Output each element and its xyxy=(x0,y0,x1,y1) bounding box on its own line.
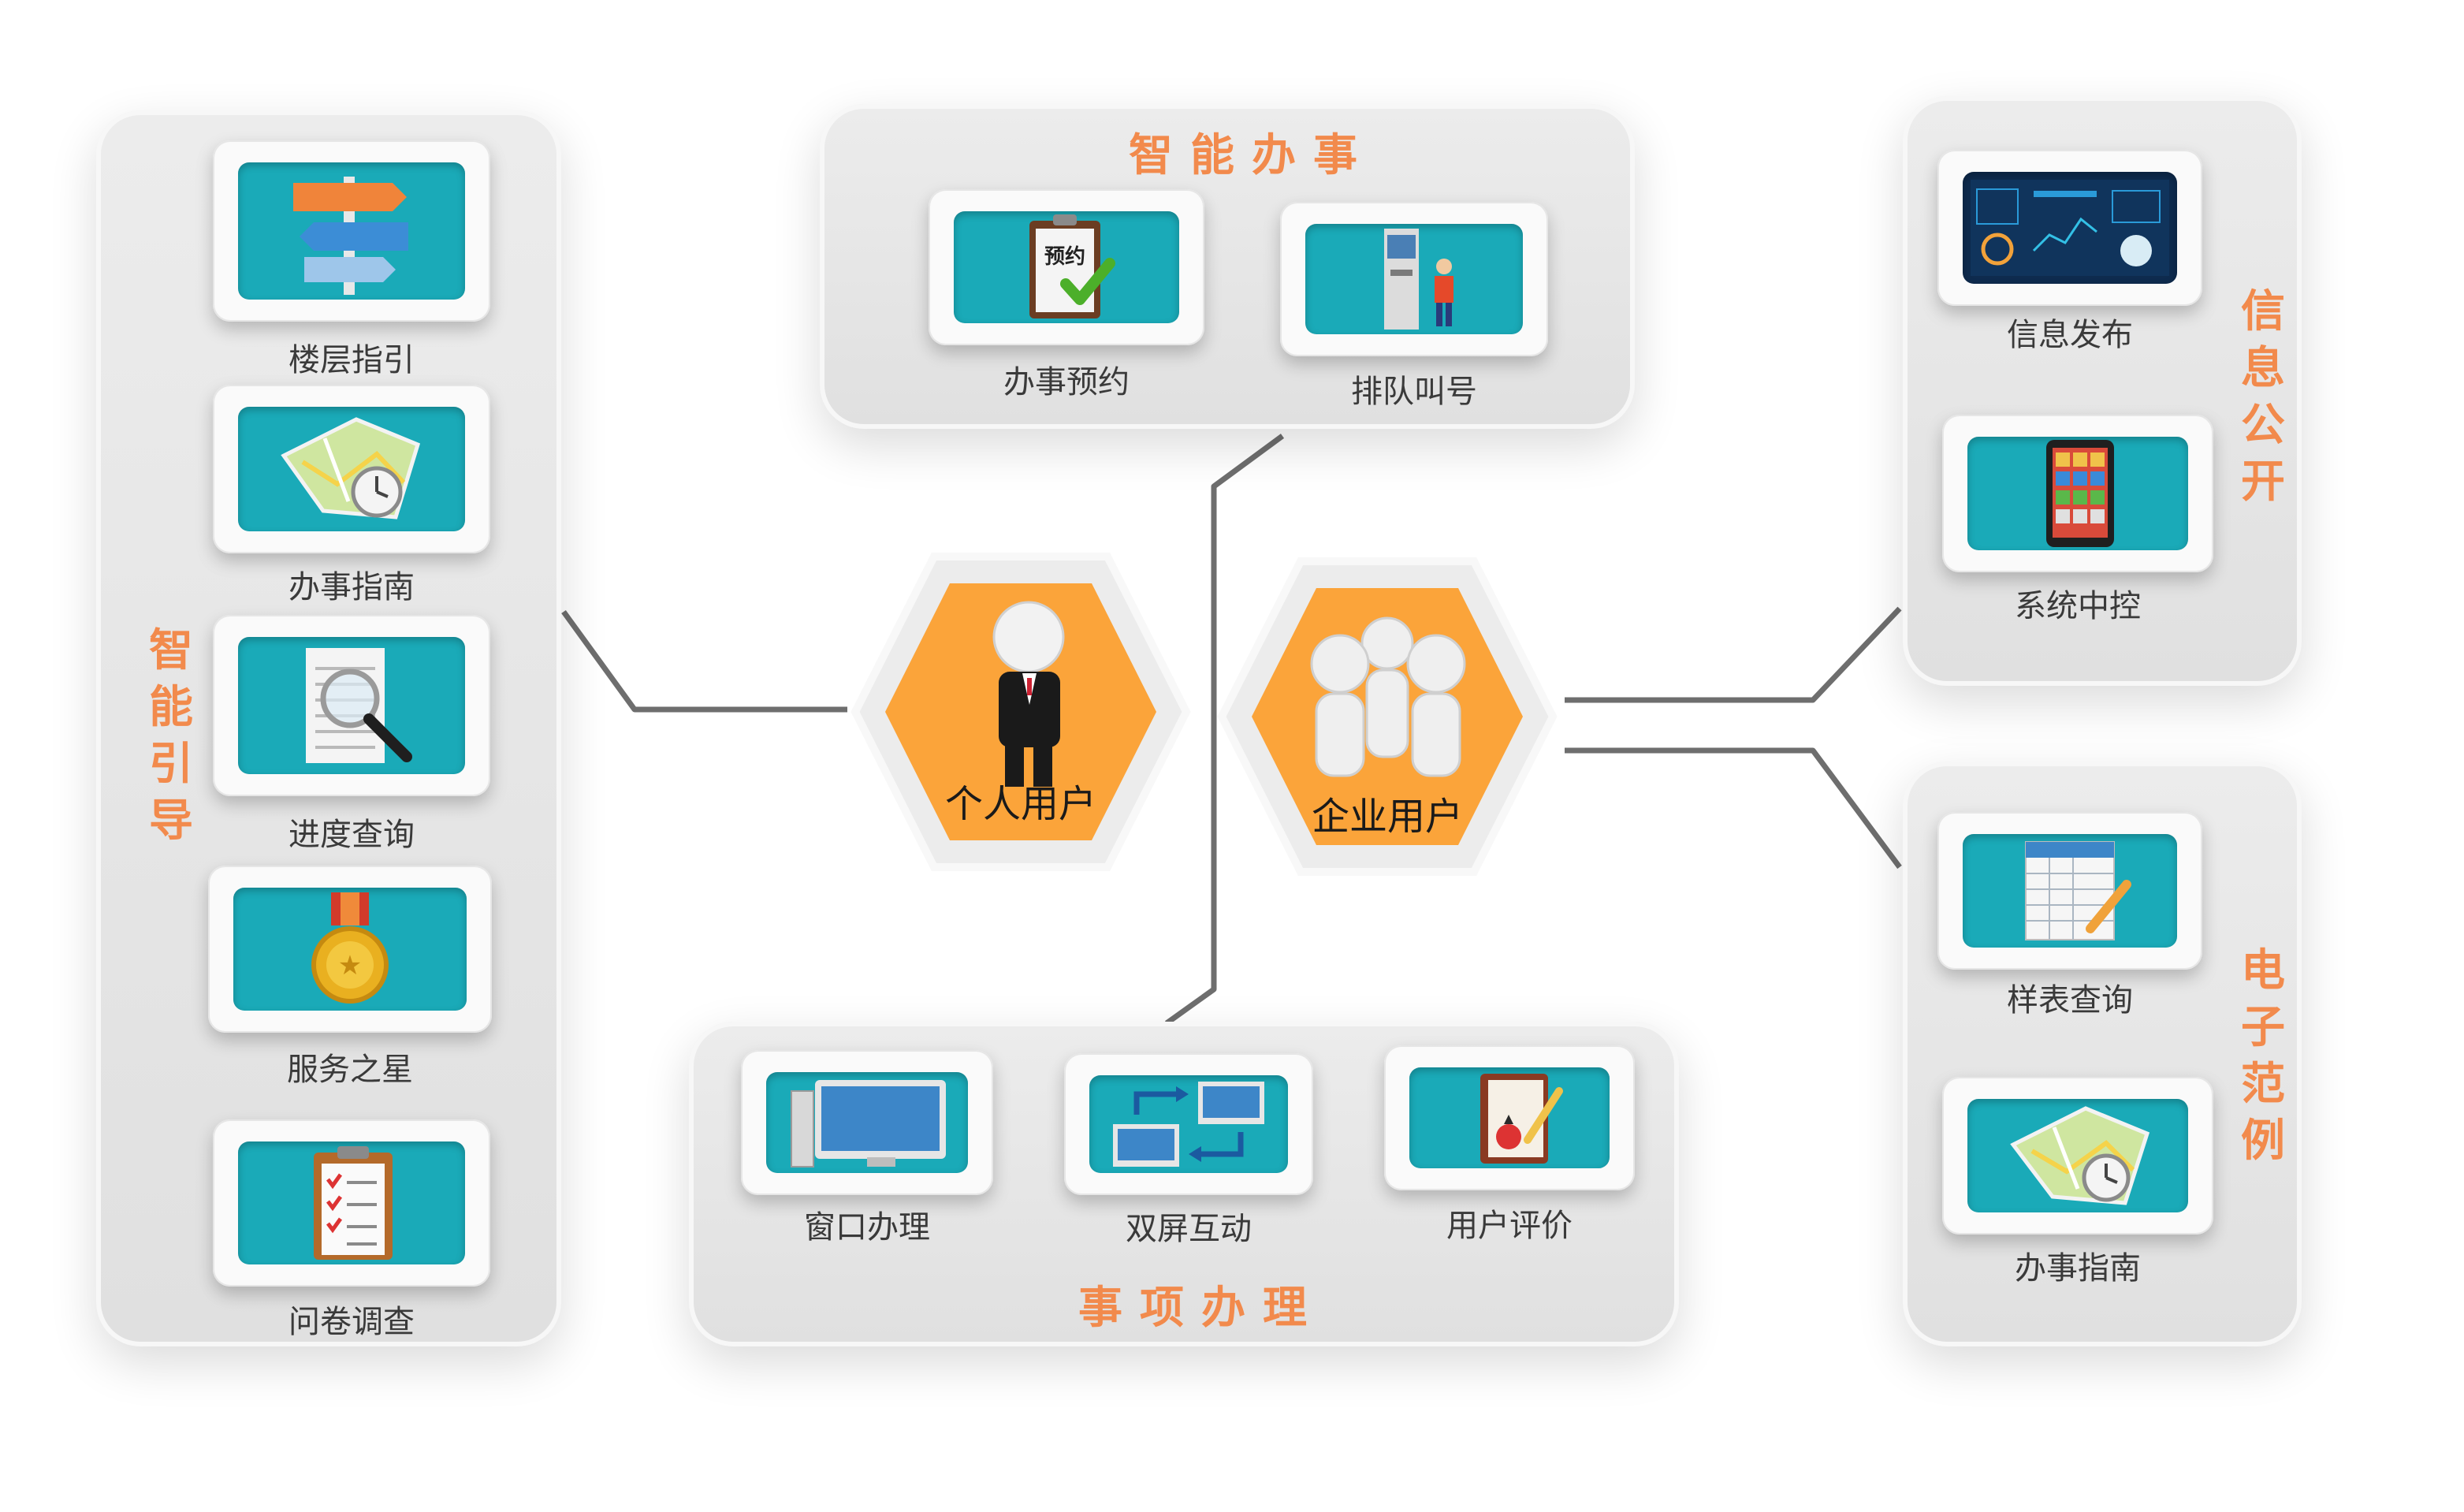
person-icon xyxy=(992,601,1065,787)
guide-tile-handbook[interactable]: 办事指南 xyxy=(213,385,490,605)
smart-label: 办事预约 xyxy=(1003,364,1130,400)
guide-tile-floor[interactable]: 楼层指引 xyxy=(213,140,490,378)
svg-text:预约: 预约 xyxy=(1044,244,1085,269)
signpost-icon xyxy=(293,177,408,295)
smart-title: 智能办事 xyxy=(1129,130,1375,181)
info-label: 系统中控 xyxy=(2015,588,2141,624)
matters-label: 双屏互动 xyxy=(1126,1211,1252,1247)
info-title: 信息公开 xyxy=(2241,286,2285,508)
smart-tile-queue[interactable]: 排队叫号 xyxy=(1280,202,1548,410)
personal-user-node[interactable]: 个人用户 xyxy=(847,542,1194,881)
kiosk-icon xyxy=(1384,229,1453,330)
info-label: 信息发布 xyxy=(2007,317,2133,353)
guide-label: 问卷调查 xyxy=(288,1304,415,1340)
tablet-icon xyxy=(2046,440,2114,547)
spreadsheet-icon xyxy=(2025,841,2131,940)
demo-label: 办事指南 xyxy=(2015,1250,2141,1287)
map-clock-icon xyxy=(2010,1106,2150,1205)
matters-tile-dualscreen[interactable]: 双屏互动 xyxy=(1064,1053,1313,1247)
guide-label: 办事指南 xyxy=(288,569,415,605)
matters-tile-window[interactable]: 窗口办理 xyxy=(741,1050,993,1246)
demo-tile-forms[interactable]: 样表查询 xyxy=(1937,812,2202,1019)
medal-icon: ★ xyxy=(311,892,389,1004)
matters-tile-rating[interactable]: 用户评价 xyxy=(1384,1045,1635,1244)
matters-label: 用户评价 xyxy=(1446,1208,1573,1244)
enterprise-user-label: 企业用户 xyxy=(1311,795,1463,839)
dashboard-icon xyxy=(1971,180,2169,276)
reservation-icon: 预约 xyxy=(1029,214,1115,318)
demo-tile-handbook[interactable]: 办事指南 xyxy=(1942,1077,2213,1287)
guide-tile-progress[interactable]: 进度查询 xyxy=(213,615,490,853)
guide-label: 进度查询 xyxy=(288,817,415,853)
clipboard-icon xyxy=(314,1146,393,1260)
magnifier-icon xyxy=(306,648,412,763)
guide-tile-survey[interactable]: 问卷调查 xyxy=(213,1119,490,1340)
svg-text:★: ★ xyxy=(338,950,362,981)
enterprise-user-node[interactable]: 企业用户 xyxy=(1214,547,1561,886)
map-clock-icon xyxy=(281,417,421,520)
group-icon xyxy=(1310,616,1466,777)
smart-tile-reservation[interactable]: 预约 办事预约 xyxy=(929,189,1204,400)
smart-label: 排队叫号 xyxy=(1351,374,1477,410)
matters-label: 窗口办理 xyxy=(804,1209,930,1246)
personal-user-label: 个人用户 xyxy=(944,782,1096,826)
computer-icon xyxy=(791,1080,946,1168)
guide-label: 服务之星 xyxy=(287,1052,413,1088)
notebook-icon xyxy=(1480,1074,1563,1164)
guide-tile-star[interactable]: ★ 服务之星 xyxy=(208,866,492,1088)
guide-title: 智能引导 xyxy=(149,625,193,847)
info-tile-publish[interactable]: 信息发布 xyxy=(1937,150,2202,353)
demo-title: 电子范例 xyxy=(2241,945,2285,1167)
info-tile-control[interactable]: 系统中控 xyxy=(1942,415,2213,624)
guide-label: 楼层指引 xyxy=(288,342,415,378)
demo-label: 样表查询 xyxy=(2007,982,2133,1019)
matters-title: 事项办理 xyxy=(1078,1283,1324,1334)
dual-screen-icon xyxy=(1113,1082,1264,1167)
